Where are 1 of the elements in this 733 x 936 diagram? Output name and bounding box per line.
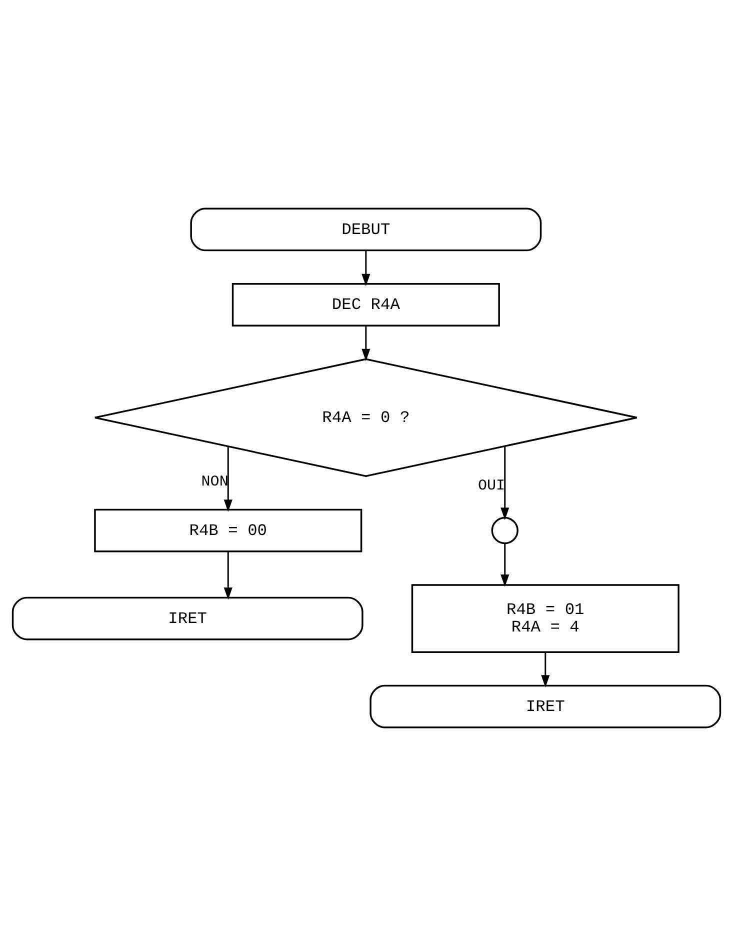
edge-label: OUI — [478, 476, 506, 494]
